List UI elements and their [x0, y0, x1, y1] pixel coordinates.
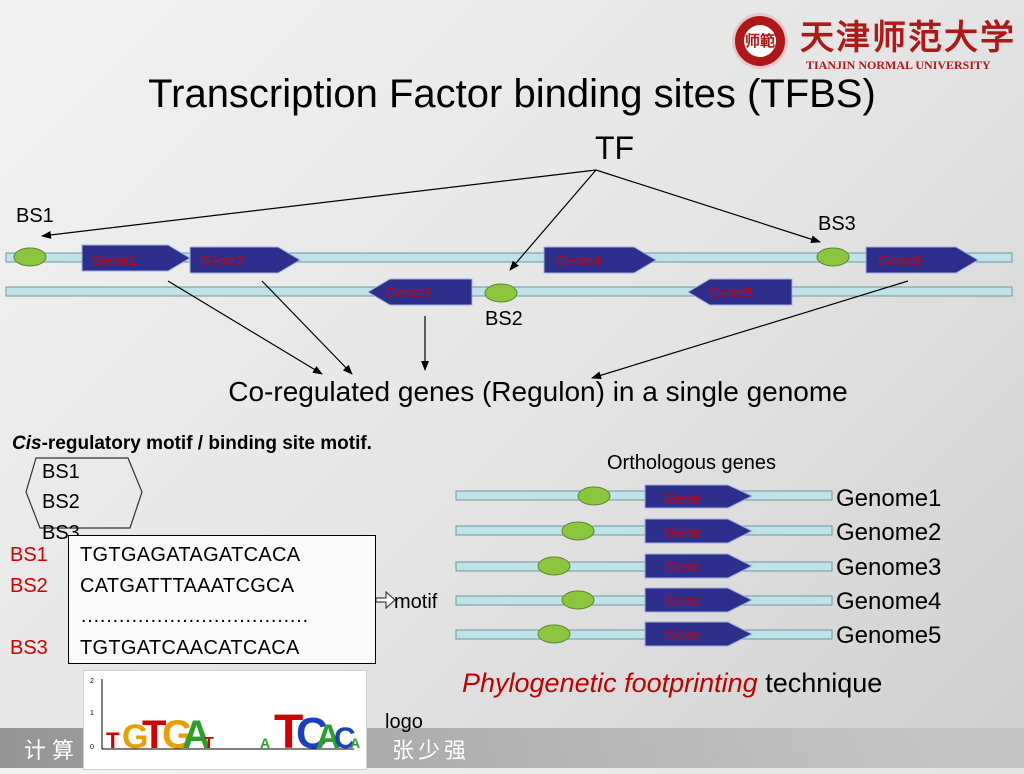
binding-site-icon	[561, 521, 595, 541]
gene1-label: Gene1	[92, 252, 137, 269]
gene5-label: Gene5	[708, 285, 753, 302]
svg-text:1: 1	[90, 710, 94, 717]
gene4-arrow: Gene4	[543, 246, 657, 274]
orthologous-label: Orthologous genes	[607, 452, 777, 474]
phylo-footprinting-text: Phylogenetic footprinting technique	[462, 668, 882, 699]
sequence-logo-graphic: 2 1 0 T G T G A T A T C A C A	[90, 678, 360, 759]
svg-text:G: G	[122, 718, 148, 756]
svg-text:A: A	[182, 713, 211, 757]
svg-text:C: C	[296, 709, 328, 758]
bs-list-item: BS2	[42, 491, 80, 513]
bs-list-hexagon	[25, 457, 143, 529]
svg-text:G: G	[162, 713, 193, 757]
phylo-italic: Phylogenetic footprinting	[462, 668, 758, 698]
ortho-gene-label: Gene	[664, 627, 701, 644]
svg-text:C: C	[334, 722, 356, 755]
binding-site-icon	[537, 624, 571, 644]
svg-text:T: T	[204, 735, 214, 752]
svg-text:A: A	[350, 735, 360, 751]
binding-site-icon-bs2	[484, 283, 518, 303]
slide-title: Transcription Factor binding sites (TFBS…	[148, 72, 876, 116]
genome2-label: Genome2	[836, 519, 942, 546]
seq-label-bs1: BS1	[10, 544, 48, 566]
university-seal-icon: 师範	[732, 13, 788, 69]
motif-label: motif	[394, 591, 438, 613]
seq-label-bs3: BS3	[10, 637, 48, 659]
bs-list-item: BS1	[42, 461, 80, 483]
phylo-rest: technique	[757, 668, 883, 698]
genome5-row: Gene	[455, 621, 833, 647]
svg-text:T: T	[106, 728, 120, 753]
sequence-ellipsis: ………………………………	[80, 605, 309, 627]
regulon-text: Co-regulated genes (Regulon) in a single…	[228, 376, 848, 407]
svg-text:0: 0	[90, 744, 94, 751]
genome3-row: Gene	[455, 553, 833, 579]
binding-site-icon-bs1	[13, 247, 47, 267]
binding-site-icon	[537, 556, 571, 576]
gene6-label: Gene6	[878, 253, 923, 270]
bs2-label: BS2	[485, 308, 523, 330]
svg-text:T: T	[142, 713, 166, 757]
gene6-arrow: Gene6	[865, 246, 979, 274]
cis-rest: -regulatory motif / binding site motif.	[41, 433, 372, 454]
gene3-label: Gene3	[386, 285, 431, 302]
ortho-gene-label: Gene	[664, 593, 701, 610]
dna-strand-1	[5, 252, 1013, 263]
binding-site-icon	[561, 590, 595, 610]
ortho-gene-label: Gene	[664, 490, 701, 507]
cis-italic: Cis	[12, 433, 42, 454]
logo-label: logo	[385, 711, 423, 733]
university-name-en: TIANJIN NORMAL UNIVERSITY	[806, 58, 991, 72]
genome1-row: Gene	[455, 484, 833, 509]
svg-text:A: A	[316, 718, 341, 756]
genome5-label: Genome5	[836, 622, 942, 649]
regulon-arrow-gene6	[591, 280, 909, 380]
gene2-arrow: Gene2	[189, 246, 301, 274]
ortho-gene-label: Gene	[664, 524, 701, 541]
gene3-arrow: Gene3	[367, 278, 473, 306]
genome1-label: Genome1	[836, 485, 942, 512]
footer-left-text: 计算	[24, 739, 81, 764]
genome4-label: Genome4	[836, 588, 942, 615]
gene2-label: Gene2	[200, 253, 245, 270]
sequence-bs3: TGTGATCAACATCACA	[80, 637, 300, 659]
bs3-label: BS3	[818, 213, 856, 235]
sequence-box	[68, 535, 376, 664]
binding-site-icon	[577, 486, 611, 506]
genome4-row: Gene	[455, 587, 833, 613]
tf-arrow-bs2	[509, 169, 597, 271]
regulon-arrow-gene1	[167, 280, 323, 375]
motif-arrow-icon	[375, 590, 396, 610]
tf-label: TF	[595, 130, 635, 166]
sequence-logo-image: 2 1 0 T G T G A T A T C A C A	[83, 670, 367, 770]
genome3-label: Genome3	[836, 554, 942, 581]
gene1-arrow: Gene1	[81, 244, 191, 272]
svg-text:A: A	[260, 735, 270, 751]
university-name-cn: 天津师范大学	[800, 18, 1016, 58]
svg-text:2: 2	[90, 678, 94, 685]
bs1-label: BS1	[16, 205, 54, 227]
sequence-bs1: TGTGAGATAGATCACA	[80, 544, 301, 566]
genome2-row: Gene	[455, 518, 833, 544]
tf-arrow-bs3	[595, 169, 821, 244]
svg-text:T: T	[274, 706, 303, 759]
seq-label-bs2: BS2	[10, 575, 48, 597]
seal-text: 师範	[744, 25, 776, 57]
cis-heading: Cis-regulatory motif / binding site moti…	[12, 433, 372, 455]
ortho-gene-label: Gene	[664, 559, 701, 576]
regulon-arrow-gene2	[261, 280, 353, 375]
gene4-label: Gene4	[556, 253, 601, 270]
binding-site-icon-bs3	[816, 247, 850, 267]
footer-author: 张少强	[392, 739, 471, 764]
gene5-arrow: Gene5	[687, 278, 793, 306]
tf-arrow-bs1	[41, 169, 597, 239]
sequence-bs2: CATGATTTAAATCGCA	[80, 575, 295, 597]
